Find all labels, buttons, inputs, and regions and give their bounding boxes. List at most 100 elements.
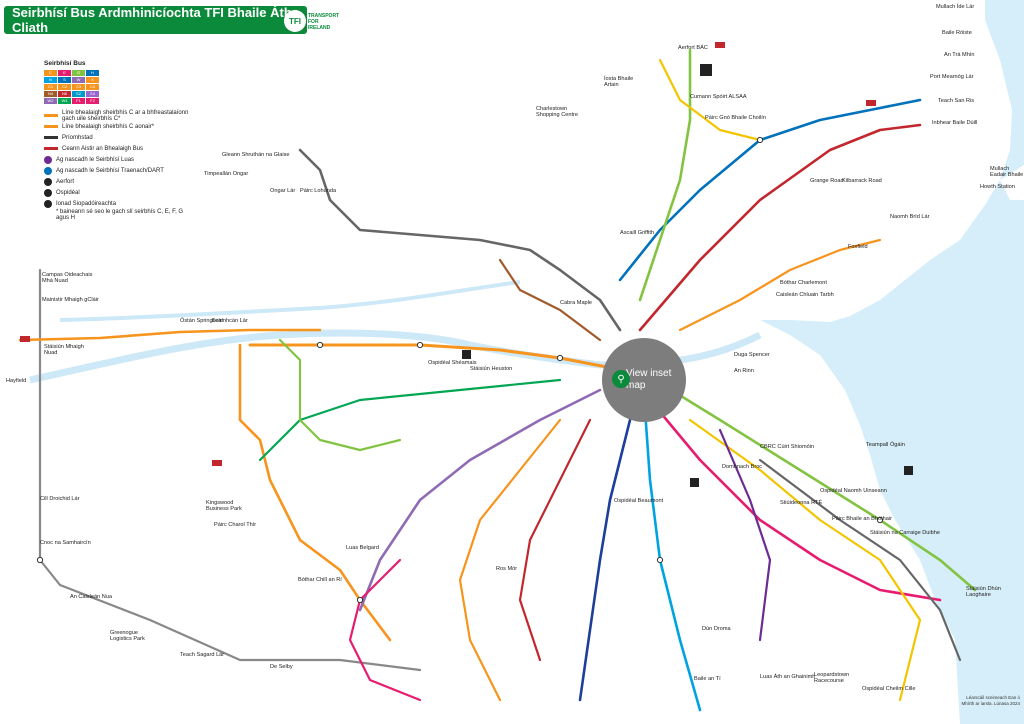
place-label: Howth Station — [980, 184, 1015, 190]
place-label: Stáisiún na Carraige Duibhe — [870, 530, 940, 536]
legend-item-label: Ospidéal — [56, 189, 80, 196]
stop-marker — [36, 556, 44, 564]
line-brown — [498, 258, 602, 342]
legend-item-label: Líne bhealaigh sheirbhís C ar a bhfreast… — [62, 109, 189, 122]
place-label: Teach Sagard Lár — [180, 652, 225, 658]
sea-area — [760, 0, 1024, 724]
line-purple-s — [718, 428, 772, 642]
place-label: Campas Oideachais Mhá Nuad — [42, 272, 93, 285]
route-code-chip: W — [72, 77, 85, 83]
terminus-marker — [715, 42, 725, 48]
line-pink-sw — [348, 558, 422, 702]
place-label: Mullach Eadair Bhaile — [990, 166, 1024, 179]
legend-item: Líne bhealaigh sheirbhís C aonair* — [44, 121, 194, 132]
place-label: Ospidéal Cheilm Cille — [862, 686, 916, 692]
route-code-chip: F2 — [86, 98, 99, 104]
place-label: Foxfield — [848, 244, 868, 250]
place-label: Kingswood Business Park — [206, 500, 242, 513]
line-green-w — [258, 378, 562, 462]
route-code-chip: C1 — [44, 84, 57, 90]
hospital-icon — [690, 478, 699, 487]
legend-item-label: Ceann Aistir an Bhealaigh Bus — [62, 145, 144, 152]
place-label: Aerfort BÁC — [678, 45, 708, 51]
legend-line-swatch — [44, 136, 58, 139]
place-label: Leopardstown Racecourse — [814, 672, 850, 685]
place-label: Bóthar Charlemont — [780, 280, 827, 286]
line-orange-west — [248, 343, 614, 370]
place-label: Ospidéal Naomh Uinseann — [820, 488, 887, 494]
line-orange-c — [18, 328, 322, 342]
legend-item: Ceann Aistir an Bhealaigh Bus — [44, 143, 194, 154]
route-code-chip: N4 — [44, 91, 57, 97]
legend-item-label: Aerfort — [56, 178, 75, 185]
line-dark-blue-s — [578, 418, 632, 702]
line-orange-s — [458, 418, 562, 702]
legend-item-label: Ag nascadh le Seirbhísí Luas — [56, 156, 135, 163]
legend-line-swatch — [44, 114, 58, 117]
stop-marker — [756, 136, 764, 144]
place-label: Ospidéal Shéamais — [428, 360, 477, 366]
line-yellow-n — [658, 58, 762, 142]
route-code-chip: G — [72, 70, 85, 76]
stop-marker — [876, 516, 884, 524]
place-label: Domhnach Broc — [722, 464, 763, 470]
place-label: Dún Droma — [702, 626, 731, 632]
stop-marker — [316, 341, 324, 349]
legend-line-swatch — [44, 147, 58, 150]
place-label: Luas Áth an Ghainimh — [760, 674, 816, 680]
place-label: Mullach Íde Lár — [936, 4, 975, 10]
place-label: CBRC Cúirt Shiomóin — [760, 444, 815, 450]
place-label: Ongar Lár — [270, 188, 296, 194]
line-grey-se — [758, 458, 962, 662]
place-label: Naomh Bríd Lár — [890, 214, 930, 220]
line-teal-s — [643, 408, 702, 712]
terminus-marker — [866, 100, 876, 106]
line-purple-w — [358, 388, 602, 612]
route-code-chip: X — [86, 77, 99, 83]
place-label: Páirc Gnó Bhaile Choilín — [705, 115, 766, 121]
route-code-chip: H — [86, 70, 99, 76]
line-green-e — [653, 378, 977, 592]
line-orange-ne — [678, 238, 882, 332]
place-label: Páirc Bhaile an Bhóthair — [832, 516, 893, 522]
place-label: Baile Róiste — [942, 30, 972, 36]
legend-line-swatch — [44, 125, 58, 128]
place-label: Cumann Spóirt ALSAA — [690, 94, 747, 100]
view-inset-map-button[interactable]: ⚲ View inset map — [602, 338, 686, 422]
view-inset-map-label: View inset map — [626, 368, 672, 391]
legend-items: Líne bhealaigh sheirbhís C ar a bhfreast… — [44, 109, 194, 221]
stop-marker — [656, 556, 664, 564]
map-footnote: Léarscáil sceimeach Ean ó Mhírth ar iars… — [961, 695, 1020, 706]
place-label: Cill Droichid Lár — [40, 496, 80, 502]
place-label: Stáisiún Heuston — [470, 366, 513, 372]
peninsula — [1000, 165, 1024, 200]
route-code-chip: C — [44, 70, 57, 76]
legend-item-label: Ag nascadh le Seirbhísí Traenach/DART — [56, 167, 164, 174]
place-label: Páirc Charol Thír — [214, 522, 257, 528]
line-red-s — [518, 418, 592, 662]
place-label: Teach San Ris — [938, 98, 975, 104]
tfi-logo: TFI — [284, 10, 306, 32]
route-code-chip: E — [58, 70, 71, 76]
legend-item-label: Príomhstad — [62, 134, 93, 141]
map-title: Seirbhísí Bus Ardmhinicíochta TFI Bhaile… — [4, 5, 307, 35]
route-code-chip: S4 — [86, 91, 99, 97]
place-label: Kilbarrack Road — [842, 178, 882, 184]
place-label: Hayfield — [6, 378, 27, 384]
terminus-marker — [212, 460, 222, 466]
legend-symbol-icon — [44, 177, 52, 186]
line-pink-e — [648, 398, 942, 602]
place-label: Teampall Ógáin — [866, 442, 905, 448]
route-code-chip: F1 — [72, 98, 85, 104]
place-label: Leamhcán Lár — [212, 318, 248, 324]
place-label: Íosta Bhaile Artain — [604, 76, 634, 89]
route-code-chip: C2 — [58, 84, 71, 90]
place-label: An Caisleán Nua — [70, 594, 112, 600]
line-grey-north — [298, 148, 622, 332]
place-label: Charlestown Shopping Centre — [536, 106, 578, 119]
legend-item-label: * baineann sé seo le gach slí seirbhís C… — [56, 208, 184, 221]
place-label: Stáisiún Dhún Laoghaire — [966, 586, 1001, 599]
place-label: Grange Road — [810, 178, 844, 184]
place-label: Duga Spencer — [734, 352, 770, 358]
legend-symbol-icon — [44, 188, 52, 197]
